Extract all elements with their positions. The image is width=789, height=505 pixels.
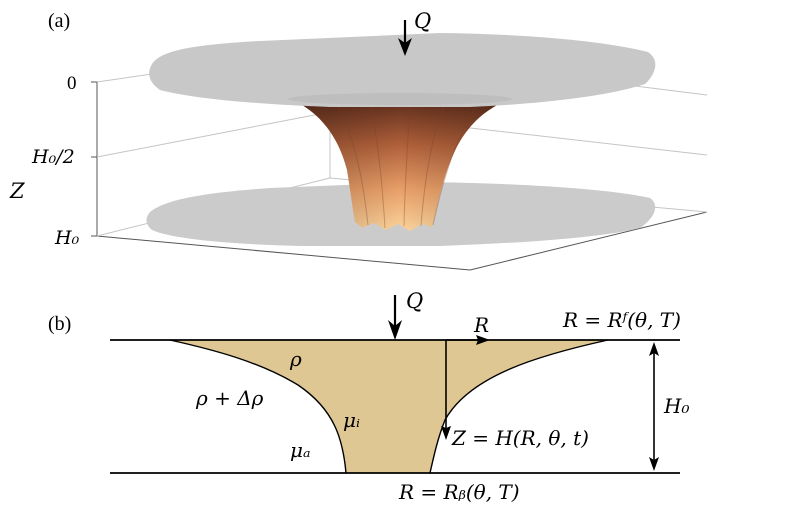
front-top-label: R = Rᶠ(θ, T) <box>562 308 681 332</box>
gap-height-arrow <box>649 342 659 471</box>
mu-a-label: μₐ <box>290 438 311 462</box>
z-tick-label-0: 0 <box>67 73 77 94</box>
panel-a-label: (a) <box>48 10 70 32</box>
rho-label: ρ <box>289 347 302 371</box>
z-tick-label-h0: H₀ <box>54 227 80 249</box>
gap-height-label: H₀ <box>663 394 689 418</box>
mu-i-label: μᵢ <box>343 408 360 432</box>
axis-frame <box>96 82 708 271</box>
interface-label: Z = H(R, θ, t) <box>451 426 589 450</box>
ambient-density-label: ρ + Δρ <box>195 386 264 410</box>
top-plate <box>149 33 656 107</box>
panel-b-label: (b) <box>48 313 71 335</box>
injected-fluid <box>170 340 608 473</box>
flux-arrow-a <box>398 20 412 56</box>
z-axis-label: Z <box>9 179 25 203</box>
flux-label-a: Q <box>414 9 431 33</box>
flux-label-b: Q <box>406 289 423 313</box>
panel-b: (b) Q R R = Rᶠ(θ, <box>48 289 689 504</box>
front-bottom-label: R = Rᵦ(θ, T) <box>398 480 520 504</box>
plume <box>288 98 512 231</box>
z-axis-arrow <box>441 340 451 440</box>
r-axis-label: R <box>473 313 489 337</box>
flux-arrow-b <box>388 295 402 340</box>
z-tick-label-mid: H₀/2 <box>31 146 75 168</box>
r-axis-arrow <box>446 335 490 345</box>
panel-a: (a) 0 H₀/2 Z H₀ <box>9 9 708 271</box>
